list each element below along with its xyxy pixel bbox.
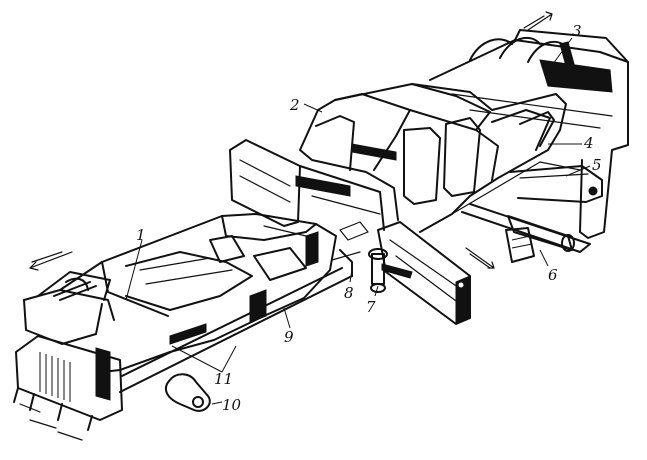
front-side-fixture (377, 221, 471, 325)
clamp-lever (164, 373, 211, 412)
lower-conveyor-rail (119, 251, 361, 393)
transfer-arm (505, 215, 575, 263)
callout-1: 1 (136, 226, 146, 244)
lifting-post (368, 248, 413, 293)
callout-11: 11 (214, 370, 233, 388)
rear-conveyor-fixture (429, 29, 629, 239)
direction-arrows (29, 11, 553, 271)
callout-4: 4 (583, 134, 594, 152)
leader-lines (125, 37, 591, 405)
callout-3: 3 (572, 22, 582, 40)
callout-9: 9 (284, 328, 294, 346)
callout-10: 10 (222, 396, 242, 414)
callout-5: 5 (592, 156, 602, 174)
callout-7: 7 (366, 298, 376, 316)
callout-labels: 1 2 3 4 5 6 7 8 9 10 11 (136, 22, 602, 414)
callout-8: 8 (344, 284, 354, 302)
callout-6: 6 (548, 266, 558, 284)
side-clamp-fixture (461, 165, 603, 253)
car-body-shell (295, 83, 581, 233)
callout-2: 2 (289, 96, 300, 114)
front-end-fixture (13, 271, 123, 441)
